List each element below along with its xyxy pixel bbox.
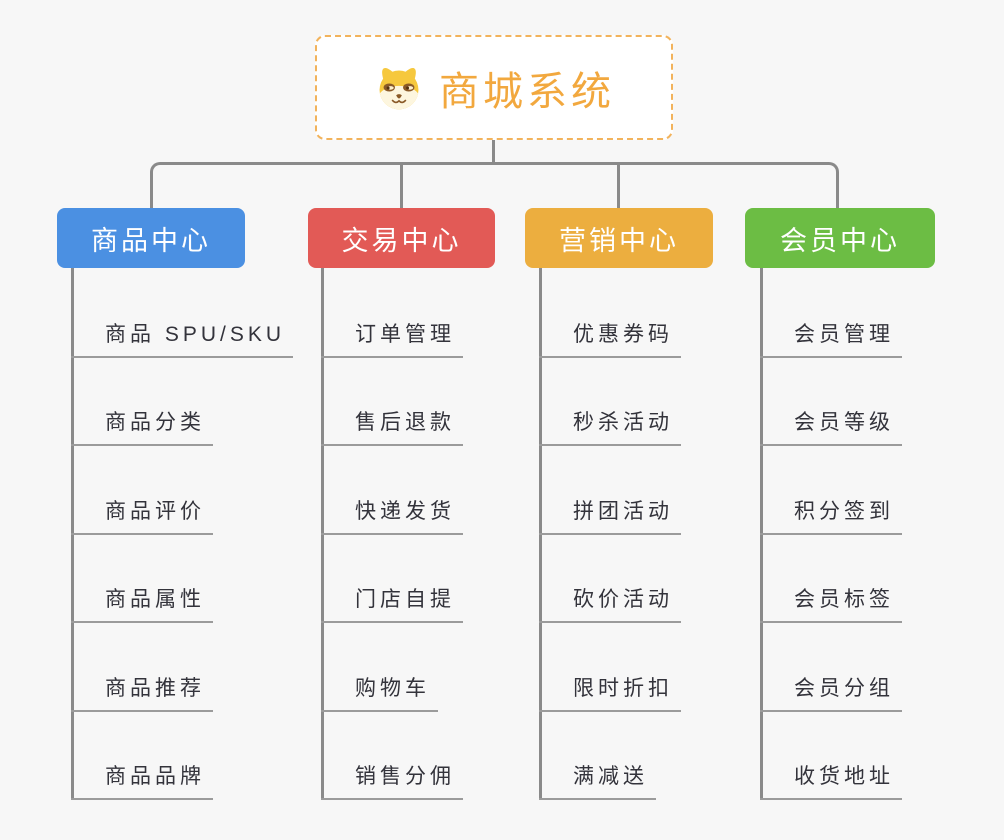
leaf-node[interactable]: 会员分组 (760, 675, 902, 712)
leaf-node[interactable]: 商品品牌 (71, 763, 213, 800)
leaf-node[interactable]: 门店自提 (321, 586, 463, 623)
leaf-node[interactable]: 砍价活动 (539, 586, 681, 623)
leaf-node[interactable]: 满减送 (539, 763, 656, 800)
leaf-node[interactable]: 购物车 (321, 675, 438, 712)
leaf-node[interactable]: 商品 SPU/SKU (71, 321, 294, 358)
root-title: 商城系统 (439, 69, 615, 114)
leaf-node[interactable]: 会员等级 (760, 409, 902, 446)
leaf-node[interactable]: 商品推荐 (71, 675, 213, 712)
leaf-node[interactable]: 商品属性 (71, 586, 213, 623)
leaf-node[interactable]: 商品评价 (71, 498, 213, 535)
leaf-node[interactable]: 拼团活动 (539, 498, 681, 535)
branch-header-2[interactable]: 交易中心 (308, 208, 495, 268)
root-node[interactable]: 商城系统 (315, 35, 673, 140)
leaf-node[interactable]: 收货地址 (760, 763, 902, 800)
branch-header-1[interactable]: 商品中心 (57, 208, 245, 268)
connector-stub-branch-3 (617, 164, 620, 208)
leaf-node[interactable]: 秒杀活动 (539, 409, 681, 446)
connector-root-vertical (492, 140, 495, 165)
branch-header-3[interactable]: 营销中心 (525, 208, 713, 268)
leaf-node[interactable]: 销售分佣 (321, 763, 463, 800)
leaf-node[interactable]: 售后退款 (321, 409, 463, 446)
leaf-node[interactable]: 订单管理 (321, 321, 463, 358)
dog-face-icon (373, 64, 425, 111)
leaf-node[interactable]: 优惠券码 (539, 321, 681, 358)
connector-bridge (150, 162, 839, 208)
leaf-node[interactable]: 积分签到 (760, 498, 902, 535)
leaf-node[interactable]: 商品分类 (71, 409, 213, 446)
branch-header-4[interactable]: 会员中心 (745, 208, 935, 268)
connector-stub-branch-2 (400, 164, 403, 208)
leaf-node[interactable]: 会员管理 (760, 321, 902, 358)
leaf-node[interactable]: 会员标签 (760, 586, 902, 623)
leaf-node[interactable]: 限时折扣 (539, 675, 681, 712)
leaf-node[interactable]: 快递发货 (321, 498, 463, 535)
